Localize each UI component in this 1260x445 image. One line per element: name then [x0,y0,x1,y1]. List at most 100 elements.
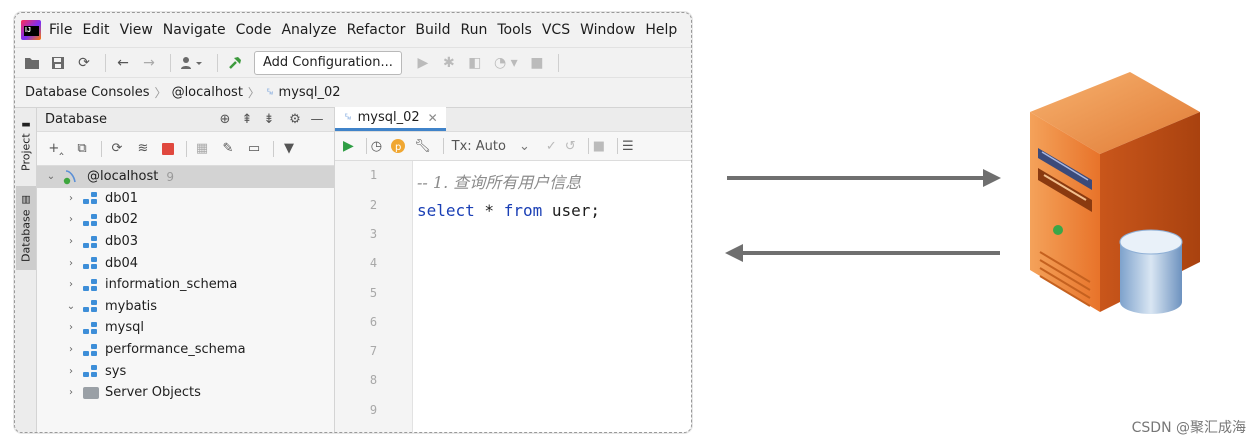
project-tool-tab[interactable]: Project ▬ [16,114,36,176]
transaction-mode-dropdown[interactable]: Tx: Auto ⌄ [452,135,538,157]
toolbar-separator [217,53,218,72]
tb-divider [101,140,102,157]
code-line-comment: -- 1. 查询所有用户信息 [417,166,600,195]
filter-funnel-icon[interactable]: ▼ [284,141,294,156]
collapse-all-icon[interactable]: ⇟ [263,112,275,127]
breadcrumb-item-localhost[interactable]: @localhost [171,85,243,100]
refresh-icon[interactable]: ⟳ [111,141,123,156]
menu-view[interactable]: View [119,22,153,38]
tree-item-db04[interactable]: › db04 [37,252,334,274]
code-text[interactable]: -- 1. 查询所有用户信息 select * from user; [413,161,600,432]
tb-divider [617,138,618,155]
ide-window: File Edit View Navigate Code Analyze Ref… [14,12,692,433]
sql-keyword-from: from [503,200,543,220]
menu-help[interactable]: Help [645,22,678,38]
chevron-right-icon[interactable]: › [69,192,73,204]
tree-item-sys[interactable]: › sys [37,360,334,382]
stop-icon[interactable]: ■ [530,54,544,71]
build-hammer-icon[interactable] [224,52,246,74]
open-folder-icon[interactable] [21,52,43,74]
chevron-right-icon[interactable]: › [69,322,73,334]
request-arrow-head [983,169,1001,187]
chevron-right-icon[interactable]: › [69,279,73,291]
schema-icon [83,191,99,205]
database-panel-toolbar: +‸ ⧉ ⟳ ≋ ▦ ✎ ▭ ▼ [37,132,334,166]
stop-square-icon[interactable] [162,142,174,155]
add-icon[interactable]: +‸ [48,141,64,156]
minimize-icon[interactable]: — [310,112,324,127]
intellij-logo-icon [21,20,41,40]
debug-bug-icon[interactable]: ✱ [443,54,455,71]
menu-window[interactable]: Window [580,22,636,38]
settings-wrench-icon[interactable]: 🔧︎ [414,138,431,154]
sync-icon[interactable]: ⟳ [78,54,90,71]
menu-refactor[interactable]: Refactor [346,22,406,38]
close-icon[interactable]: ✕ [427,110,438,125]
save-icon[interactable] [47,52,69,74]
chevron-right-icon[interactable]: › [69,387,73,399]
tree-item-mysql[interactable]: › mysql [37,317,334,339]
menu-tools[interactable]: Tools [497,22,532,38]
stop-icon[interactable]: ■ [592,138,605,154]
breadcrumb-item-consoles[interactable]: Database Consoles [25,85,150,100]
tree-item-db01[interactable]: › db01 [37,188,334,210]
back-arrow-icon[interactable]: ← [117,54,129,71]
tree-item-mybatis[interactable]: ⌄ mybatis [37,296,334,318]
gear-icon[interactable]: ⚙ [289,112,301,127]
execute-run-icon[interactable]: ▶ [343,138,354,155]
tab-mysql-02[interactable]: ␙ mysql_02 ✕ [335,107,446,131]
tree-root-localhost[interactable]: ⌄ @localhost 9 [37,166,334,188]
history-clock-icon[interactable]: ◷ [370,138,383,154]
sql-star: * [474,200,504,220]
main-toolbar: ⟳ ← → Add Configuration... ▶ ✱ ◧ ◔ ▾ ■ [15,47,691,77]
menu-vcs[interactable]: VCS [541,22,571,38]
breadcrumb-item-console[interactable]: mysql_02 [278,85,341,100]
schema-icon [83,235,99,249]
table-grid-icon[interactable]: ▦ [195,141,209,156]
schema-icon [83,299,99,313]
menu-navigate[interactable]: Navigate [162,22,226,38]
code-area[interactable]: 1 2 3 4 5 6 7 8 9 -- 1. 查询所有用户信息 select … [335,161,691,432]
menu-run[interactable]: Run [460,22,488,38]
schema-sync-icon[interactable]: ≋ [137,141,149,156]
run-icon[interactable]: ▶ [417,54,429,71]
sql-keyword-select: select [417,200,475,220]
menu-file[interactable]: File [49,22,73,38]
line-number: 5 [369,285,378,300]
chevron-right-icon[interactable]: › [69,214,73,226]
expand-all-icon[interactable]: ⇞ [241,112,253,127]
chevron-down-icon[interactable]: ⌄ [66,300,76,312]
add-configuration-button[interactable]: Add Configuration... [254,50,402,75]
edit-pencil-icon[interactable]: ✎ [222,141,234,156]
menu-code[interactable]: Code [235,22,272,38]
tree-item-db02[interactable]: › db02 [37,209,334,231]
rollback-icon[interactable]: ↺ [564,138,576,154]
chevron-down-icon[interactable]: ⌄ [46,171,56,183]
tree-item-db03[interactable]: › db03 [37,231,334,253]
tree-item-label: db03 [105,234,139,250]
copy-icon[interactable]: ⧉ [77,141,87,156]
chevron-right-icon[interactable]: › [69,344,73,356]
chevron-right-icon[interactable]: › [69,365,73,377]
profile-dropdown-icon[interactable]: ◔ ▾ [494,54,518,71]
breadcrumb-chevron-icon: 〉 [247,86,260,100]
parameters-p-icon[interactable]: p [390,135,406,157]
user-dropdown-icon[interactable] [177,52,207,74]
forward-arrow-icon[interactable]: → [143,54,155,71]
crosshair-icon[interactable]: ⊕ [219,112,231,127]
tree-item-performance-schema[interactable]: › performance_schema [37,339,334,361]
response-arrow-head [725,244,743,262]
results-table-icon[interactable]: ☰ [622,138,634,154]
menu-analyze[interactable]: Analyze [281,22,337,38]
coverage-icon[interactable]: ◧ [468,54,482,71]
database-tool-tab[interactable]: Database ▥ [16,186,36,270]
commit-check-icon[interactable]: ✓ [545,138,557,154]
menu-edit[interactable]: Edit [82,22,110,38]
chevron-right-icon[interactable]: › [69,236,73,248]
menu-build[interactable]: Build [415,22,451,38]
line-number-gutter: 1 2 3 4 5 6 7 8 9 [335,161,413,432]
query-console-icon[interactable]: ▭ [247,141,261,156]
tree-item-information-schema[interactable]: › information_schema [37,274,334,296]
chevron-right-icon[interactable]: › [69,257,73,269]
tree-item-server-objects[interactable]: › Server Objects [37,382,334,404]
